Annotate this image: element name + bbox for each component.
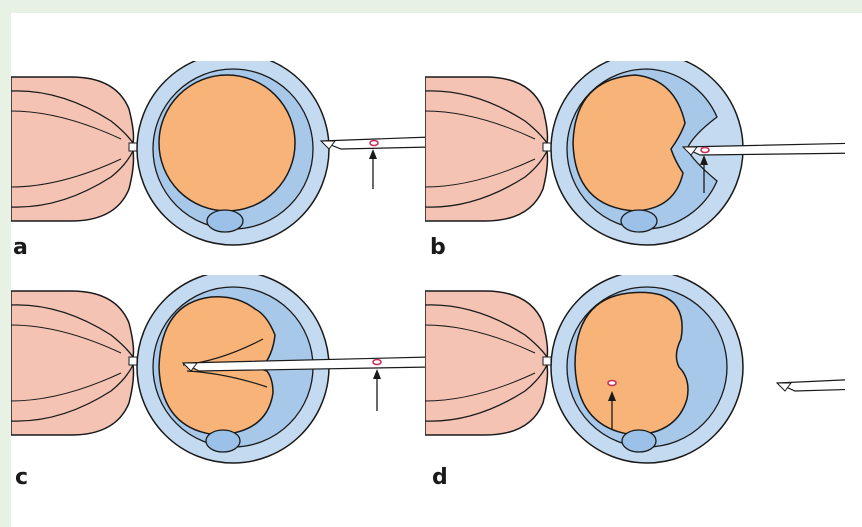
panel-b: b [425, 61, 845, 301]
figure-canvas: a [11, 13, 862, 527]
panel-b-illustration [425, 61, 845, 301]
panel-c: c [11, 275, 431, 515]
polar-body [206, 430, 240, 452]
sperm-cell [608, 381, 616, 386]
holding-pipette [11, 77, 137, 221]
panel-label-c: c [15, 467, 28, 489]
sperm-cell [701, 148, 709, 153]
oocyte-ooplasm [573, 75, 685, 211]
oocyte-ooplasm [575, 292, 688, 435]
panel-a: a [11, 61, 431, 301]
sperm-cell [370, 141, 378, 146]
polar-body [622, 430, 656, 452]
panel-c-illustration [11, 275, 431, 515]
panel-d: d [425, 275, 845, 515]
oocyte-ooplasm [159, 75, 295, 211]
sperm-cell [373, 360, 381, 365]
holding-pipette [425, 291, 551, 435]
panel-a-illustration [11, 61, 431, 301]
polar-body [621, 210, 657, 232]
polar-body [207, 210, 243, 232]
panel-d-illustration [425, 275, 845, 515]
arrow-indicator [369, 149, 377, 189]
holding-pipette [425, 77, 551, 221]
panel-label-a: a [13, 237, 28, 259]
panel-label-b: b [430, 237, 446, 259]
arrow-indicator [373, 369, 381, 411]
injection-pipette [777, 379, 845, 391]
panel-label-d: d [432, 467, 448, 489]
holding-pipette [11, 291, 137, 435]
